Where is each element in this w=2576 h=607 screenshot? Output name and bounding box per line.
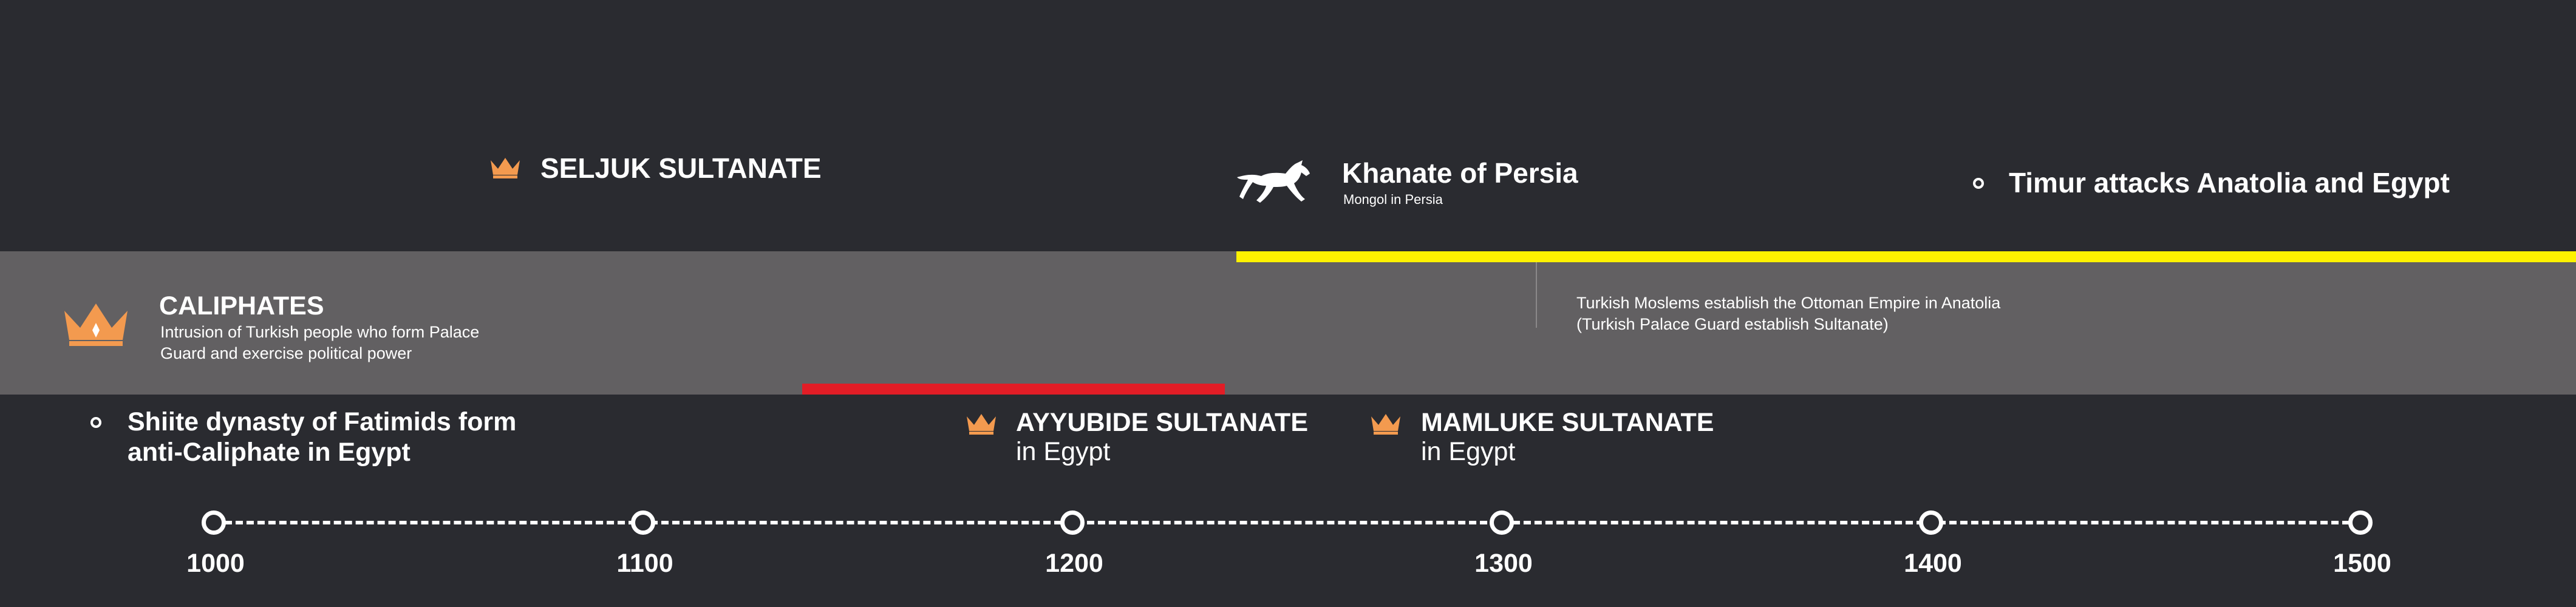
tick-marker-1100 (631, 510, 655, 535)
ayyubide-subtitle: in Egypt (1016, 437, 1111, 466)
tick-label-1100: 1100 (616, 549, 673, 578)
crown-icon (489, 157, 521, 181)
tick-label-1400: 1400 (1904, 549, 1962, 578)
caliphates-description: Intrusion of Turkish people who form Pal… (160, 322, 479, 364)
tick-marker-1200 (1060, 510, 1085, 535)
seljuk-sultanate-title: SELJUK SULTANATE (540, 152, 822, 184)
caliphates-desc-line2: Guard and exercise political power (160, 344, 412, 362)
crown-icon (63, 301, 129, 349)
khanate-subtitle: Mongol in Persia (1343, 192, 1443, 207)
ottoman-line2: (Turkish Palace Guard establish Sultanat… (1576, 315, 1889, 333)
ayyubide-period-bar (802, 384, 1225, 395)
caliphates-title: CALIPHATES (159, 291, 324, 320)
ottoman-divider (1536, 262, 1537, 328)
tick-label-1200: 1200 (1045, 549, 1103, 578)
mamluke-subtitle: in Egypt (1421, 437, 1516, 466)
event-marker-icon (90, 417, 101, 428)
ayyubide-title: AYYUBIDE SULTANATE (1016, 408, 1308, 437)
caliphates-desc-line1: Intrusion of Turkish people who form Pal… (160, 323, 480, 341)
fatimids-line2: anti-Caliphate in Egypt (128, 438, 411, 467)
event-marker-icon (1973, 178, 1984, 189)
ottoman-line1: Turkish Moslems establish the Ottoman Em… (1576, 294, 2001, 312)
fatimids-line1: Shiite dynasty of Fatimids form (128, 407, 517, 436)
khanate-period-bar (1236, 251, 2576, 262)
tick-marker-1300 (1490, 510, 1514, 535)
crown-icon (1370, 413, 1402, 438)
mamluke-title: MAMLUKE SULTANATE (1421, 408, 1714, 437)
timeline-axis (214, 521, 2360, 524)
fatimids-event: Shiite dynasty of Fatimids form anti-Cal… (128, 407, 516, 467)
ottoman-description: Turkish Moslems establish the Ottoman Em… (1576, 293, 2000, 335)
era-band (0, 251, 2576, 395)
khanate-title: Khanate of Persia (1342, 157, 1578, 189)
crown-icon (966, 413, 997, 438)
tick-marker-1000 (202, 510, 226, 535)
tick-label-1300: 1300 (1474, 549, 1533, 578)
timur-title: Timur attacks Anatolia and Egypt (2009, 167, 2450, 198)
tick-label-1500: 1500 (2333, 549, 2391, 578)
tick-marker-1400 (1919, 510, 1943, 535)
tick-label-1000: 1000 (186, 549, 245, 578)
horse-icon (1235, 159, 1312, 211)
tick-marker-1500 (2348, 510, 2373, 535)
